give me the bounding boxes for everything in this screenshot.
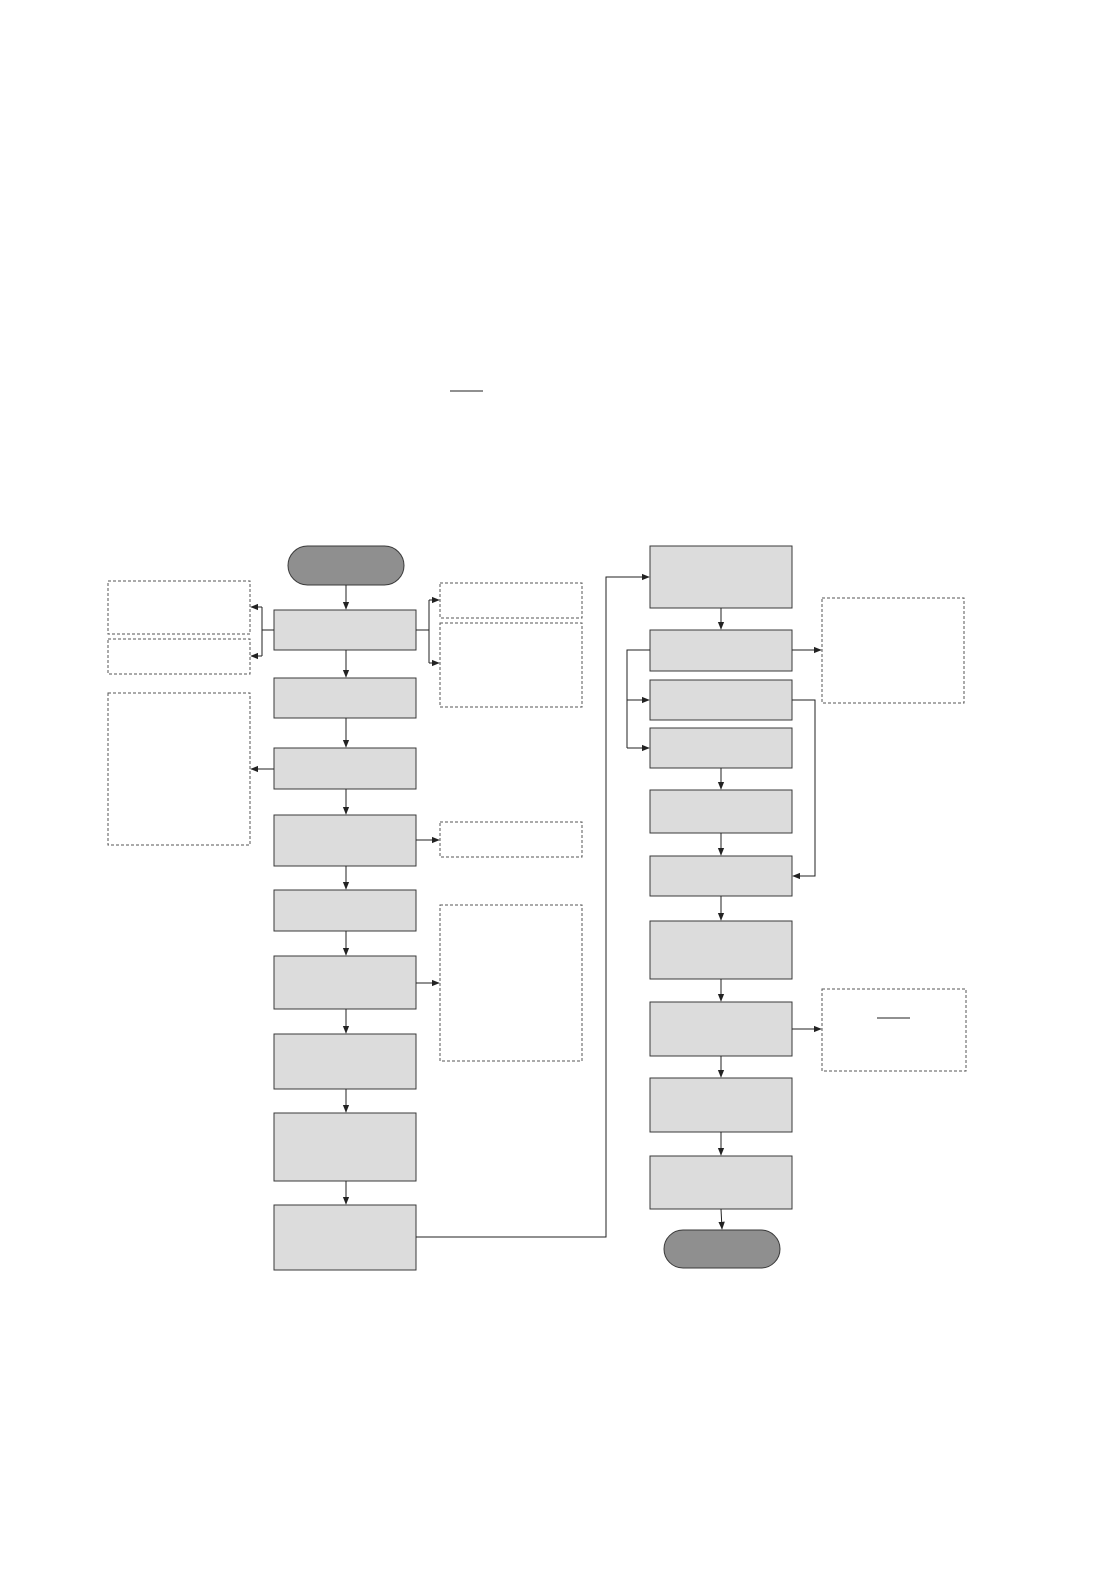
right-column-note-1 — [821, 597, 965, 704]
left-note-1 — [107, 580, 251, 635]
right-step-8 — [649, 1001, 793, 1057]
right-note-2 — [439, 622, 583, 708]
left-step-7 — [273, 1033, 417, 1090]
end-terminator — [663, 1229, 781, 1269]
loop-connector — [792, 699, 816, 880]
left-step-3 — [273, 747, 417, 790]
right-column-note-2 — [821, 988, 967, 1072]
start-terminator — [287, 545, 405, 586]
branch-connector — [626, 649, 650, 748]
left-step-9 — [273, 1204, 417, 1271]
right-note-1 — [439, 582, 583, 619]
left-step-2 — [273, 677, 417, 719]
right-step-7 — [649, 920, 793, 980]
right-step-4 — [649, 727, 793, 769]
right-step-9 — [649, 1077, 793, 1133]
left-note-3 — [107, 692, 251, 846]
right-step-2 — [649, 629, 793, 672]
right-step-1 — [649, 545, 793, 609]
left-step-6 — [273, 955, 417, 1010]
column-link-connector — [416, 573, 650, 1238]
left-note-2 — [107, 638, 251, 675]
left-step-4 — [273, 814, 417, 867]
right-step-3 — [649, 679, 793, 721]
right-step-5 — [649, 789, 793, 834]
left-step-8 — [273, 1112, 417, 1182]
right-note-3 — [439, 821, 583, 858]
right-note-4 — [439, 904, 583, 1062]
right-step-10 — [649, 1155, 793, 1210]
left-step-1 — [273, 609, 417, 651]
left-step-5 — [273, 889, 417, 932]
right-step-6 — [649, 855, 793, 897]
arrow — [718, 1208, 725, 1230]
